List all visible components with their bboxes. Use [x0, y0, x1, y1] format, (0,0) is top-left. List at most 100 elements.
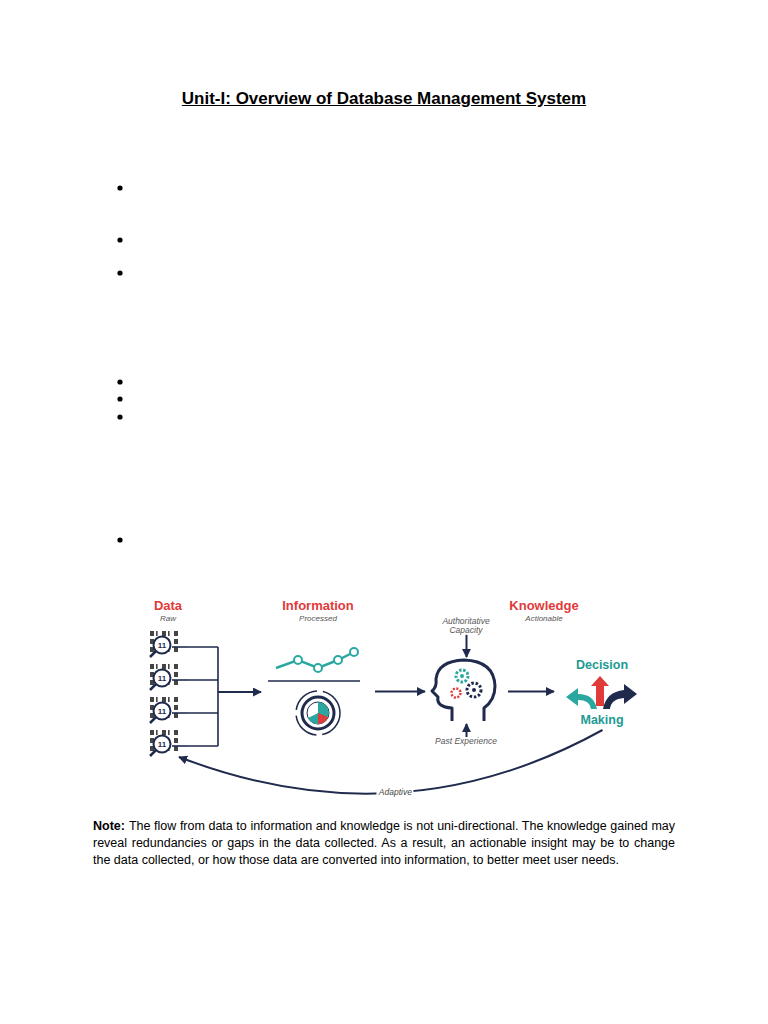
head-icon — [432, 660, 495, 721]
note-heading: Note: — [93, 819, 125, 833]
decision-arrows-icon — [566, 676, 637, 709]
binary-digit-label: 11 — [158, 707, 166, 716]
flow-arrow — [179, 730, 603, 794]
line-chart-icon — [350, 648, 358, 656]
head-icon — [432, 660, 495, 721]
stage-heading: Decision — [576, 658, 628, 672]
binary-digit-mark — [156, 631, 158, 636]
head-icon — [456, 670, 468, 682]
bullet-points — [117, 379, 122, 384]
magnifier-lens — [154, 703, 171, 720]
head-icon — [467, 683, 481, 697]
data-bracket — [188, 647, 218, 746]
magnifier-handle — [150, 750, 156, 756]
binary-digit-mark — [156, 664, 158, 669]
binary-digit-mark — [168, 631, 170, 636]
bullet-points — [117, 185, 122, 542]
binary-digit-mark — [150, 664, 154, 669]
binary-digit-mark — [162, 730, 166, 735]
pie-target-icon — [307, 702, 329, 724]
binary-digit-mark — [174, 639, 178, 644]
head-icon — [452, 689, 461, 698]
input-label-box: Past Experience — [426, 737, 506, 746]
data-icons — [150, 631, 188, 756]
binary-digit-label: 11 — [158, 674, 166, 683]
line-chart-icon — [314, 664, 322, 672]
stage-heading: Knowledge — [509, 598, 578, 613]
bullet-points — [117, 185, 122, 190]
decision-arrows-icon — [603, 684, 637, 709]
stage-subheading: Processed — [299, 614, 337, 623]
binary-digit-mark — [150, 631, 154, 636]
stage-subheading: Actionable — [525, 614, 562, 623]
icon-connector — [172, 745, 188, 747]
magnifier-lens — [154, 670, 171, 687]
binary-digit-mark — [174, 664, 178, 669]
pie-target-icon — [296, 691, 340, 735]
bullet-points — [117, 270, 122, 275]
binary-digit-mark — [174, 672, 178, 677]
line-chart-icon — [268, 680, 360, 682]
binary-digit-mark — [168, 730, 170, 735]
binary-digit-mark — [150, 730, 154, 735]
magnifier-lens — [154, 637, 171, 654]
icon-connector — [172, 679, 188, 681]
icon-connector — [172, 712, 188, 714]
magnifier-lens — [154, 736, 171, 753]
page-title: Unit-I: Overview of Database Management … — [0, 89, 768, 109]
flow-arrow — [466, 635, 468, 657]
binary-digit-mark — [162, 697, 166, 702]
icon-connector — [172, 646, 188, 648]
binary-magnifier-icon — [150, 664, 188, 690]
magnifier-handle — [150, 651, 156, 657]
binary-digit-mark — [174, 738, 178, 743]
line-chart-icon — [268, 648, 360, 681]
bullet-points — [117, 537, 122, 542]
binary-digit-mark — [174, 705, 178, 710]
knowledge-stage: KnowledgeActionable — [426, 658, 508, 723]
bullet-points — [117, 237, 122, 242]
note-paragraph: Note:The flow from data to information a… — [93, 818, 675, 869]
binary-magnifier-icon — [150, 730, 188, 756]
binary-digit-label: 11 — [158, 740, 166, 749]
binary-digit-mark — [174, 631, 178, 636]
binary-magnifier-icon — [150, 631, 188, 657]
head-icon — [460, 674, 464, 678]
magnifier-handle — [150, 684, 156, 690]
binary-digit-label: 11 — [158, 641, 166, 650]
edge-label: Adaptive — [377, 787, 414, 797]
data-stage: DataRaw — [140, 628, 218, 755]
stage-heading: Data — [154, 598, 182, 613]
flow-arrow — [218, 691, 261, 693]
flow-arrow — [508, 691, 554, 693]
line-chart-icon — [334, 656, 342, 664]
decision-stage: DecisionMaking — [555, 655, 650, 730]
input-label: Past Experience — [426, 737, 506, 746]
line-chart-icon — [294, 656, 302, 664]
flow-arrow — [375, 691, 425, 693]
input-label: Authoritative Capacity — [426, 617, 506, 635]
binary-digit-mark — [168, 697, 170, 702]
binary-digit-mark — [162, 664, 166, 669]
pie-target-icon — [318, 713, 328, 724]
input-label-box: Authoritative Capacity — [426, 617, 506, 635]
binary-digit-mark — [156, 697, 158, 702]
decision-arrows-icon — [566, 688, 597, 709]
binary-digit-mark — [162, 631, 166, 636]
information-stage: InformationProcessed — [262, 645, 375, 740]
pie-target-icon — [308, 702, 329, 724]
bullet-points — [117, 396, 122, 401]
binary-digit-mark — [168, 664, 170, 669]
stage-subheading: Making — [580, 713, 623, 727]
stage-subheading: Raw — [160, 614, 176, 623]
stage-heading: Information — [282, 598, 354, 613]
binary-digit-mark — [174, 697, 178, 702]
binary-digit-mark — [150, 697, 154, 702]
line-chart-icon — [294, 648, 358, 672]
pie-target-icon — [302, 697, 334, 729]
bullet-points — [117, 414, 122, 419]
note-body: The flow from data to information and kn… — [93, 819, 675, 867]
binary-magnifier-icon — [150, 697, 188, 723]
